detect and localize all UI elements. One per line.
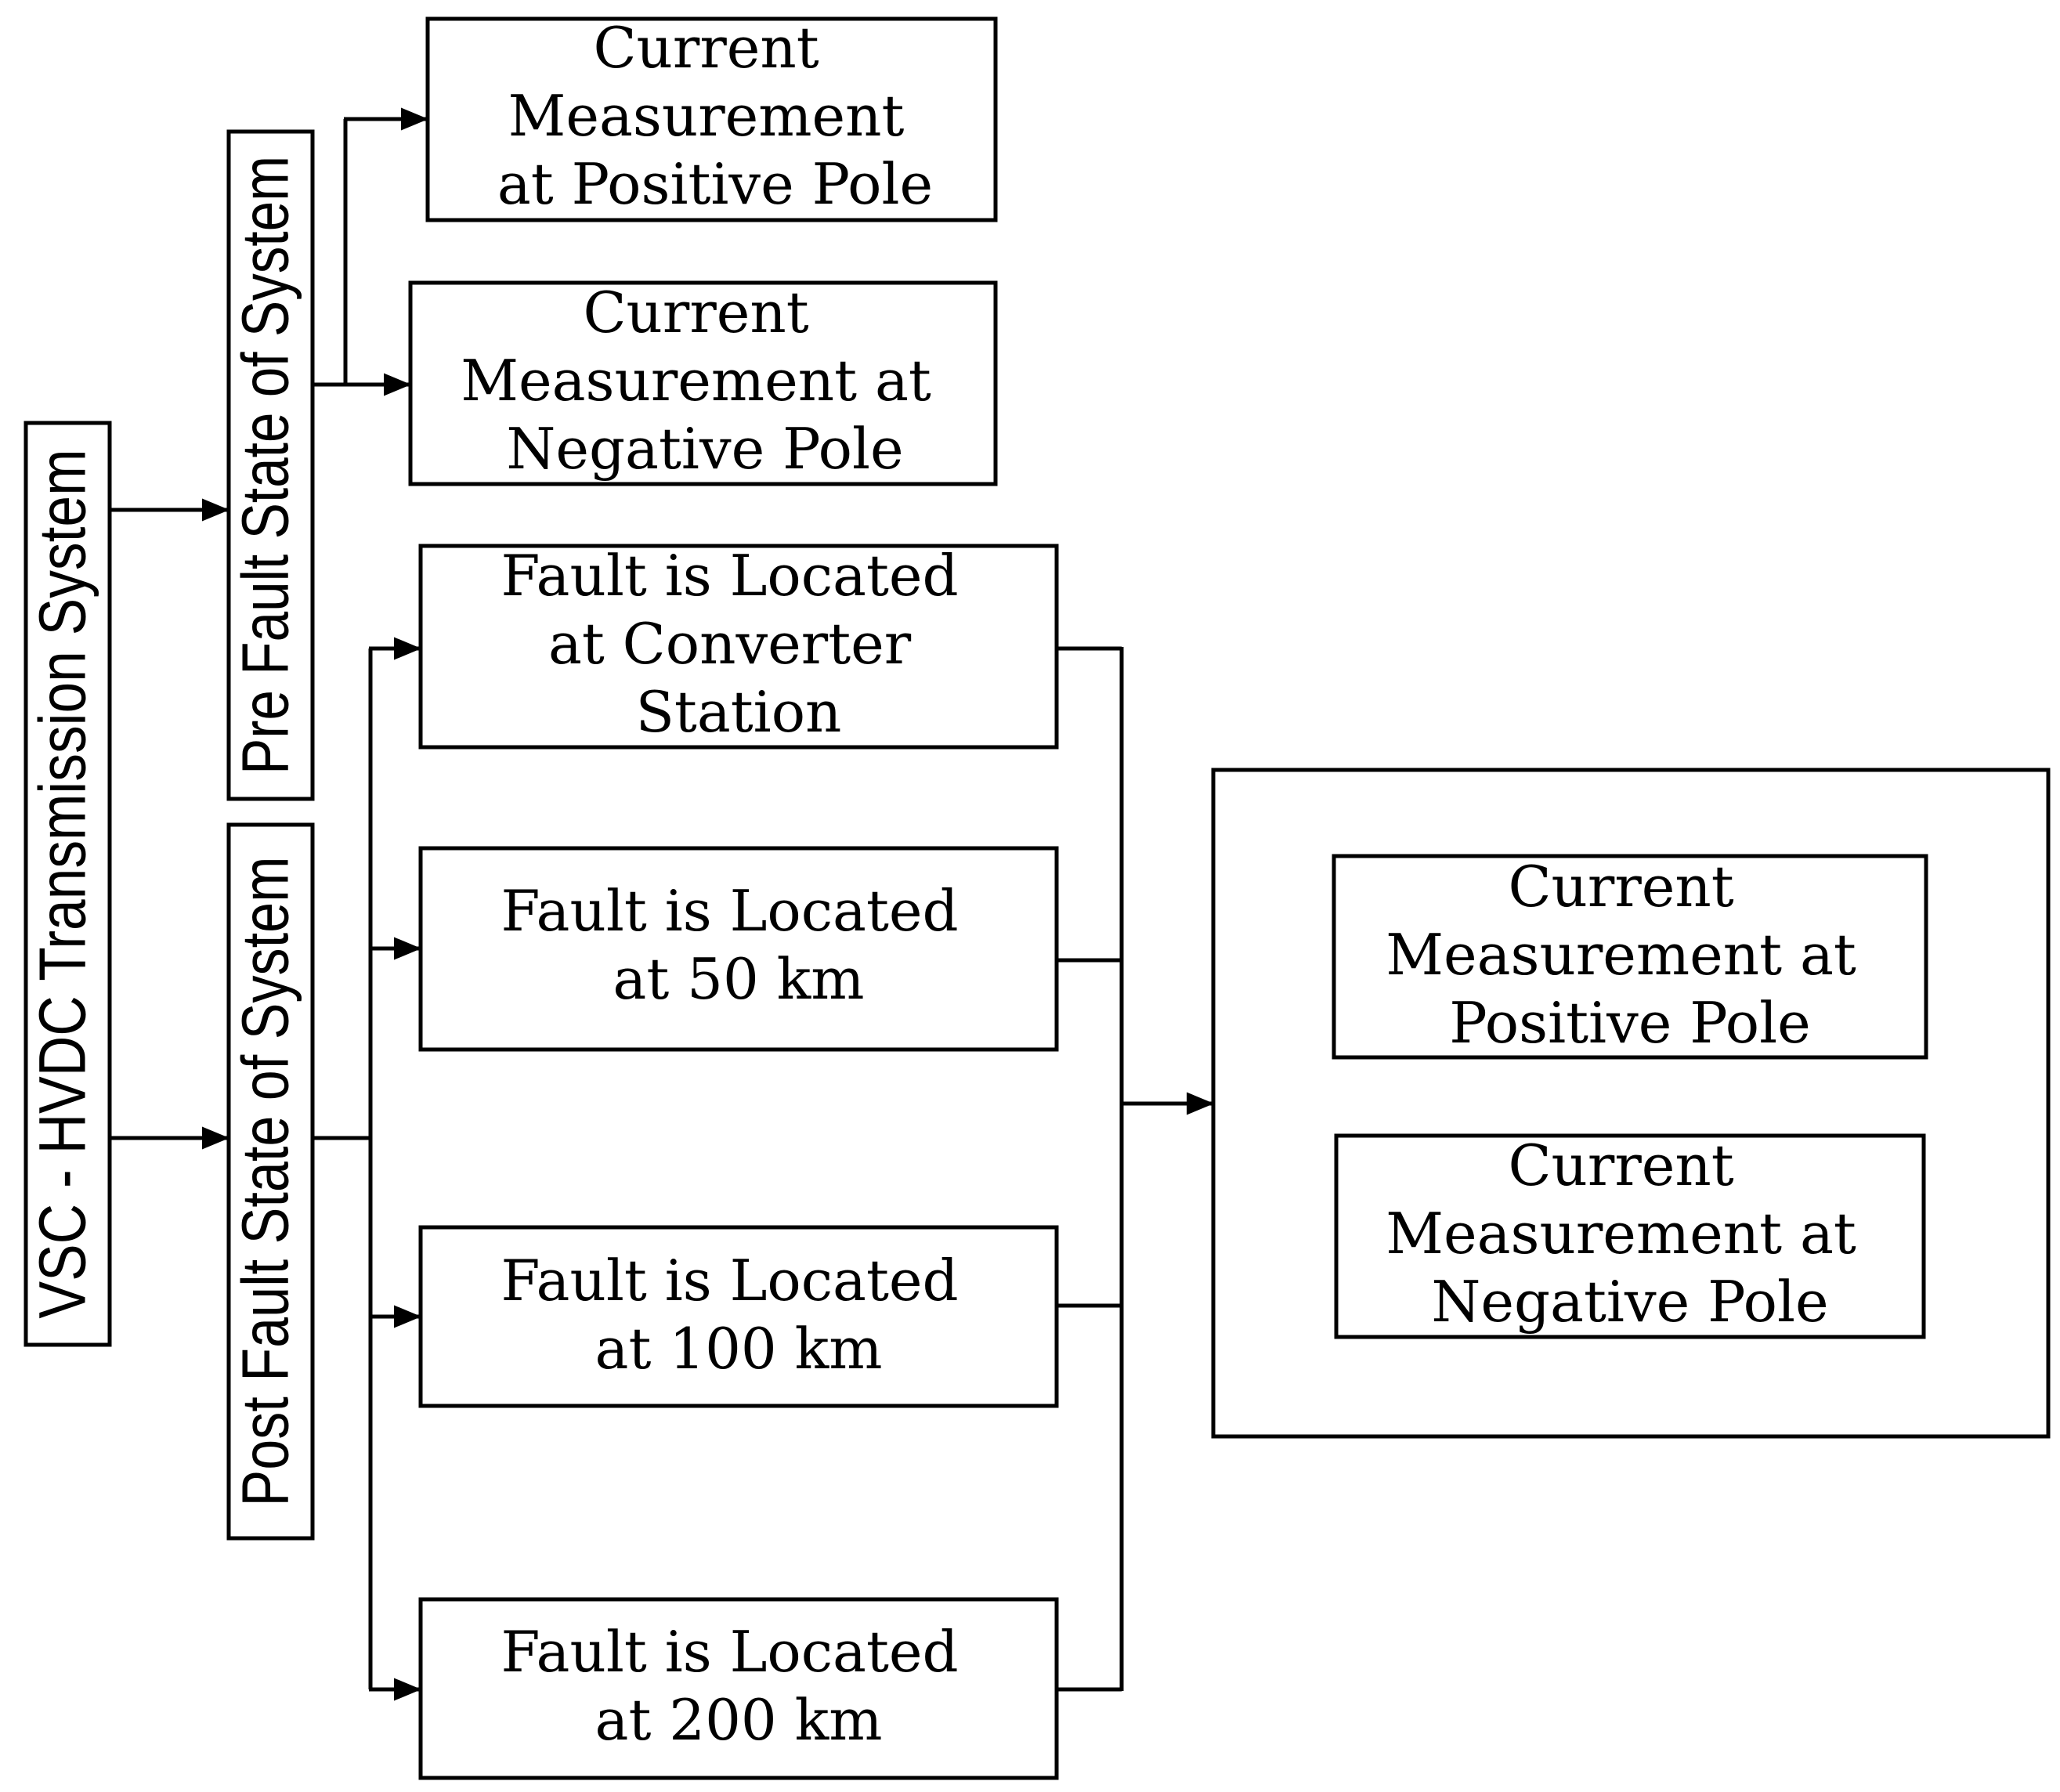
root-system-label: VSC - HVDC Transmission System — [26, 450, 99, 1319]
fault-converter-station-line-3: Station — [636, 679, 842, 745]
svg-text:Fault is Located at 100: Fault is Located at 100 km — [501, 1248, 976, 1382]
svg-text:Fault is Located at 200: Fault is Located at 200 km — [501, 1619, 976, 1753]
fault-50km-line-2: at 50 km — [613, 946, 864, 1012]
pre-fault-negative-pole-line-1: Current — [583, 280, 808, 345]
svg-text:Current Measurement: Current Measurement at Positive Pole — [497, 15, 933, 217]
post-fault-state-node: Post Fault State of System — [226, 822, 315, 1541]
post-fault-branch — [313, 649, 373, 1689]
post-fault-negative-pole-line-1: Current — [1508, 1133, 1733, 1198]
fault-merge-bus — [1057, 646, 1124, 1692]
post-fault-positive-pole-line-1: Current — [1508, 854, 1733, 919]
fault-converter-station-line-2: at Converter — [548, 611, 912, 677]
fault-100km-node: Fault is Located at 100 km — [418, 1225, 1059, 1408]
svg-text:Current Measurement at: Current Measurement at Negative Pole — [1386, 1133, 1874, 1335]
fault-100km-line-1: Fault is Located — [501, 1248, 958, 1313]
fault-200km-line-2: at 200 km — [595, 1687, 883, 1753]
pre-fault-positive-pole-line-2: Measurement — [508, 83, 905, 149]
root-system-node: VSC - HVDC Transmission System — [23, 421, 112, 1347]
fault-50km-line-1: Fault is Located — [501, 878, 958, 944]
post-fault-positive-pole-line-2: Measurement at — [1386, 922, 1856, 988]
pre-fault-positive-pole-line-1: Current — [593, 15, 819, 81]
fault-converter-station-node: Fault is Located at Converter Station — [418, 543, 1059, 750]
pre-fault-state-label: Pre Fault State of System — [229, 156, 302, 775]
connectors — [110, 107, 1214, 1701]
svg-text:Fault is Located at 50 k: Fault is Located at 50 km — [501, 878, 976, 1012]
pre-fault-negative-pole-node: Current Measurement at Negative Pole — [408, 280, 998, 486]
fault-100km-line-2: at 100 km — [595, 1316, 883, 1382]
post-fault-negative-pole-node: Current Measurement at Negative Pole — [1334, 1133, 1926, 1339]
post-fault-negative-pole-line-2: Measurement at — [1386, 1201, 1856, 1266]
pre-fault-positive-pole-line-3: at Positive Pole — [497, 151, 933, 217]
pre-fault-negative-pole-line-2: Measurement at — [461, 348, 931, 414]
post-fault-negative-pole-line-3: Negative Pole — [1431, 1269, 1828, 1335]
post-fault-positive-pole-node: Current Measurement at Positive Pole — [1332, 854, 1928, 1060]
pre-fault-negative-pole-line-3: Negative Pole — [506, 416, 903, 482]
post-fault-state-label: Post Fault State of System — [229, 857, 302, 1507]
fault-200km-line-1: Fault is Located — [501, 1619, 958, 1685]
svg-text:Current Measurement at: Current Measurement at Negative Pole — [461, 280, 949, 482]
svg-text:Current Measurement at: Current Measurement at Positive Pole — [1386, 854, 1874, 1056]
pre-fault-state-node: Pre Fault State of System — [226, 129, 315, 801]
pre-fault-branch — [313, 119, 348, 387]
fault-200km-node: Fault is Located at 200 km — [418, 1597, 1059, 1780]
fault-converter-station-line-1: Fault is Located — [501, 543, 958, 609]
svg-text:Fault is Located at Conv: Fault is Located at Converter Station — [501, 543, 976, 745]
pre-fault-positive-pole-node: Current Measurement at Positive Pole — [425, 15, 998, 222]
fault-50km-node: Fault is Located at 50 km — [418, 846, 1059, 1052]
post-fault-positive-pole-line-3: Positive Pole — [1449, 990, 1811, 1056]
